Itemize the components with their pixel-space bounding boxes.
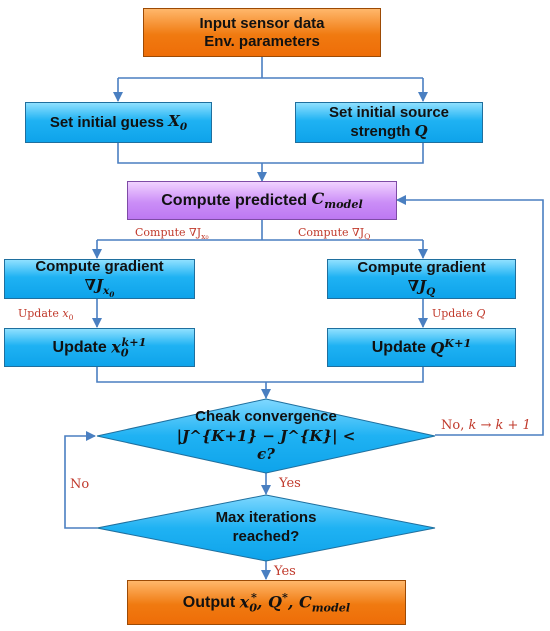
edge-label-update-x0: Update x0 (18, 307, 74, 323)
update-q-box: Update QK+1 (327, 328, 516, 367)
output-box: Output x0*, Q*, Cmodel (127, 580, 406, 625)
initial-guess-box: Set initial guess X0 (25, 102, 212, 143)
max-iter-text: Max iterations reached? (180, 506, 352, 550)
converge-diamond (96, 398, 436, 474)
gradient-q-box: Compute gradient ∇JQ (327, 259, 516, 299)
input-box: Input sensor data Env. parameters (143, 8, 381, 57)
initial-guess-var: X0 (168, 111, 188, 133)
gradient-q-line1: Compute gradient (357, 259, 486, 277)
edge-label-compute-grad-x: Compute ∇Jx₀ (135, 226, 209, 242)
initial-guess-label: Set initial guess (49, 113, 165, 131)
gradient-x-box: Compute gradient ∇Jx0 (4, 258, 195, 300)
max-iter-diamond (96, 494, 436, 562)
edge-label-yes1: Yes (279, 476, 301, 491)
edge-label-no: No (70, 477, 90, 492)
edge-updates-merge (96, 367, 424, 383)
update-x-box: Update x0k+1 (4, 328, 195, 367)
compute-predicted-box: Compute predicted Cmodel (127, 181, 397, 220)
edge-label-no-loop: No, k → k + 1 (441, 418, 531, 433)
initial-strength-box: Set initial source strength Q (295, 102, 483, 143)
max-iter-line2: reached? (232, 528, 300, 545)
converge-line1: Cheak convergence (195, 407, 337, 425)
gradient-x-symbol: ∇Jx0 (84, 276, 115, 300)
initial-strength-line1: Set initial source (328, 104, 450, 121)
edge-merge (117, 143, 424, 164)
edge-input-split (118, 57, 423, 79)
edge-predict-split (97, 220, 423, 241)
update-q-var: QK+1 (430, 336, 472, 358)
gradient-x-line1: Compute gradient (35, 258, 164, 276)
edge-no-loop (396, 195, 544, 436)
gradient-q-symbol: ∇JQ (407, 277, 436, 299)
update-x-label: Update (52, 338, 107, 356)
edge-label-yes2: Yes (274, 564, 296, 579)
update-x-var: x0k+1 (111, 334, 147, 360)
c-model-var: Cmodel (311, 189, 363, 212)
output-label: Output (182, 593, 236, 611)
max-iter-line1: Max iterations (215, 509, 317, 527)
edge-label-update-q: Update Q (432, 307, 486, 320)
output-vars: x0*, Q*, Cmodel (239, 589, 351, 615)
edge-label-compute-grad-q: Compute ∇JQ (298, 226, 371, 242)
converge-expr: |J^{K+1} − J^{K}| < ϵ? (176, 426, 356, 464)
initial-strength-line2: strength Q (350, 122, 428, 140)
input-line2: Env. parameters (204, 32, 320, 50)
edge-no-back (64, 431, 97, 529)
converge-text: Cheak convergence |J^{K+1} − J^{K}| < ϵ? (170, 407, 362, 464)
update-q-label: Update (371, 338, 426, 356)
compute-predicted-label: Compute predicted (161, 191, 308, 209)
input-line1: Input sensor data (199, 14, 325, 32)
